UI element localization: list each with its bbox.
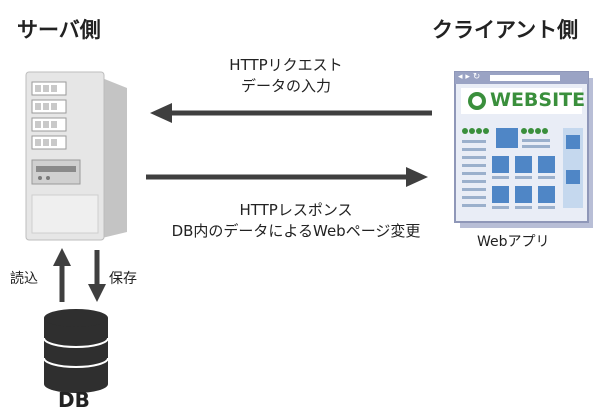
web-app-caption: Webアプリ	[477, 234, 550, 250]
save-label: 保存	[109, 271, 137, 287]
read-label: 読込	[10, 271, 38, 287]
request-label-line1: HTTPリクエスト	[229, 56, 343, 74]
website-title: WEBSITE	[490, 89, 586, 111]
response-label-line2: DB内のデータによるWebページ変更	[171, 222, 421, 240]
client-side-heading: クライアント側	[432, 18, 579, 42]
db-label: DB	[58, 388, 90, 412]
response-label-line1: HTTPレスポンス	[239, 201, 353, 219]
browser-nav-icons: ◂ ▸ ↻	[458, 72, 481, 82]
request-label-line2: データの入力	[240, 77, 331, 95]
server-side-heading: サーバ側	[17, 18, 101, 42]
